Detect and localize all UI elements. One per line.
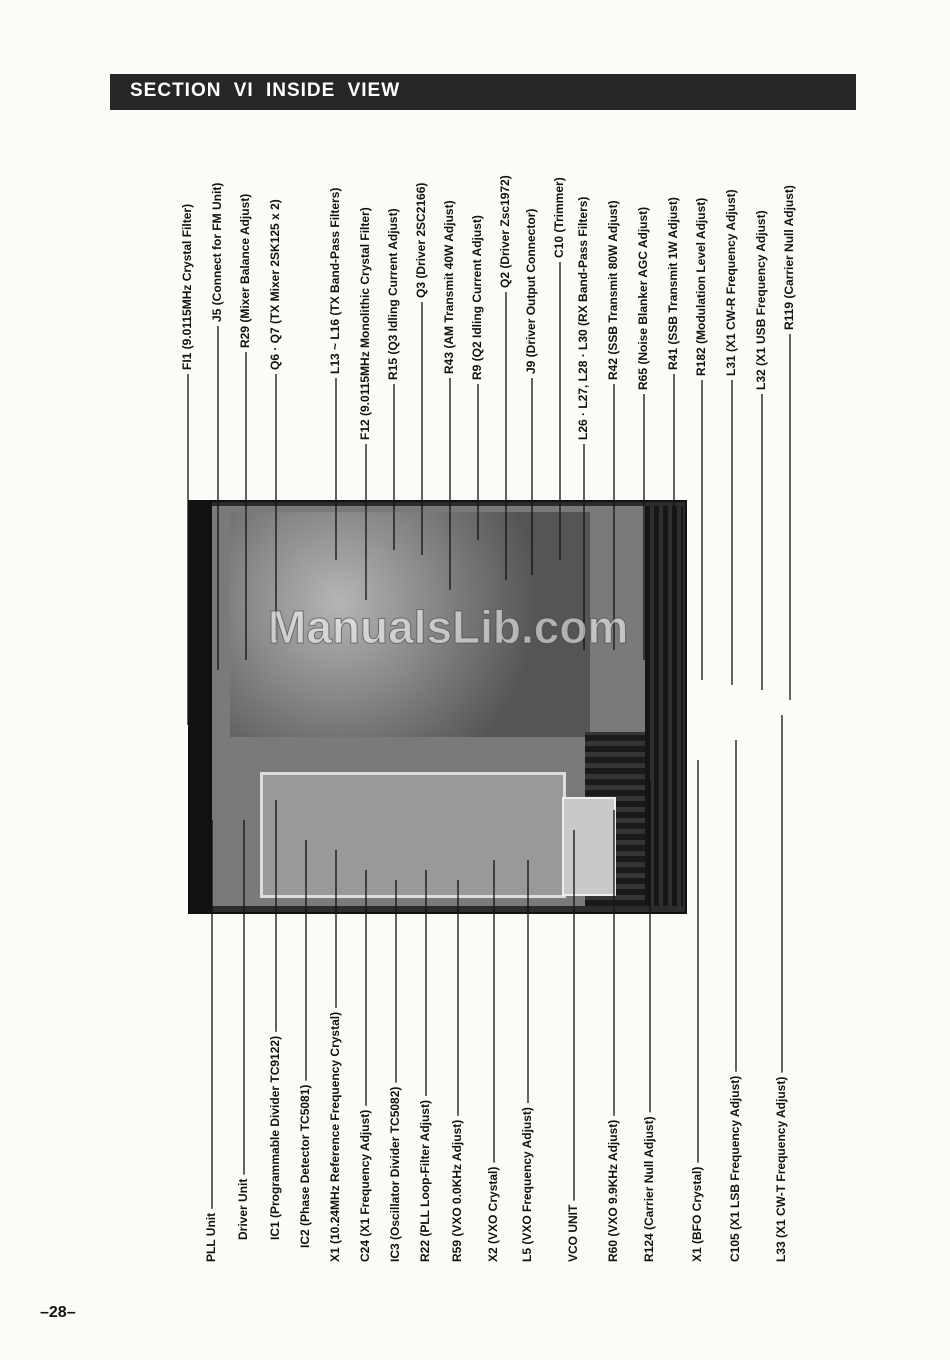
inside-view-photo [188, 500, 687, 914]
section-title: SECTION VI INSIDE VIEW [130, 80, 401, 101]
callout-label-top: L32 (X1 USB Frequency Adjust) [754, 210, 768, 390]
callout-label-bottom: X1 (BFO Crystal) [690, 1166, 704, 1262]
callout-label-bottom: R124 (Carrier Null Adjust) [642, 1116, 656, 1262]
callout-label-top: L26 · L27, L28 · L30 (RX Band-Pass Filte… [576, 196, 590, 440]
callout-label-bottom: X1 (10.24MHz Reference Frequency Crystal… [328, 1011, 342, 1262]
callout-label-top: R42 (SSB Transmit 80W Adjust) [606, 200, 620, 380]
callout-label-top: F12 (9.0115MHz Monolithic Crystal Filter… [358, 207, 372, 440]
callout-label-bottom: C24 (X1 Frequency Adjust) [358, 1109, 372, 1262]
heatsink [645, 506, 683, 906]
callout-label-top: R65 (Noise Blanker AGC Adjust) [636, 206, 650, 390]
callout-label-bottom: Driver Unit [236, 1178, 250, 1240]
callout-label-top: C10 (Trimmer) [552, 177, 566, 258]
vco-unit-can [562, 797, 616, 896]
callout-label-bottom: L33 (X1 CW-T Frequency Adjust) [774, 1076, 788, 1262]
callout-label-bottom: R22 (PLL Loop-Filter Adjust) [418, 1100, 432, 1262]
callout-label-bottom: X2 (VXO Crystal) [486, 1166, 500, 1262]
callout-label-top: J9 (Driver Output Connector) [524, 208, 538, 374]
callout-label-top: R9 (Q2 Idling Current Adjust) [470, 215, 484, 380]
callout-label-top: R15 (Q3 Idling Current Adjust) [386, 208, 400, 380]
callout-label-bottom: R60 (VXO 9.9KHz Adjust) [606, 1119, 620, 1262]
callout-label-top: Q6 · Q7 (TX Mixer 2SK125 x 2) [268, 199, 282, 370]
callout-label-top: Q2 (Driver Zsc1972) [498, 175, 512, 288]
callout-label-top: R41 (SSB Transmit 1W Adjust) [666, 197, 680, 370]
callout-label-top: R29 (Mixer Balance Adjust) [238, 193, 252, 348]
pll-unit-board [260, 772, 566, 898]
callout-label-top: R119 (Carrier Null Adjust) [782, 185, 796, 330]
callout-label-top: R43 (AM Transmit 40W Adjust) [442, 200, 456, 374]
callout-label-top: L13 ~ L16 (TX Band-Pass Filters) [328, 187, 342, 374]
section-header: SECTION VI INSIDE VIEW [110, 74, 856, 110]
page-number: –28– [40, 1304, 76, 1321]
callout-label-bottom: IC3 (Oscillator Divider TC5082) [388, 1086, 402, 1262]
front-panel [190, 502, 212, 912]
callout-label-top: Q3 (Driver 2SC2166) [414, 182, 428, 298]
driver-unit-board [230, 512, 590, 737]
callout-label-bottom: R59 (VXO 0.0KHz Adjust) [450, 1119, 464, 1262]
callout-label-bottom: IC2 (Phase Detector TC5081) [298, 1084, 312, 1248]
callout-label-bottom: PLL Unit [204, 1212, 218, 1262]
callout-label-top: FI1 (9.0115MHz Crystal Filter) [180, 203, 194, 370]
callout-label-bottom: IC1 (Programmable Divider TC9122) [268, 1035, 282, 1240]
callout-label-bottom: L5 (VXO Frequency Adjust) [520, 1107, 534, 1262]
callout-label-top: L31 (X1 CW-R Frequency Adjust) [724, 189, 738, 376]
callout-label-bottom: VCO UNIT [566, 1204, 580, 1262]
watermark: ManualsLib.com [267, 601, 629, 654]
callout-label-bottom: C105 (X1 LSB Frequency Adjust) [728, 1075, 742, 1262]
callout-label-top: J5 (Connect for FM Unit) [210, 182, 224, 322]
callout-label-top: R182 (Modulation Level Adjust) [694, 197, 708, 376]
